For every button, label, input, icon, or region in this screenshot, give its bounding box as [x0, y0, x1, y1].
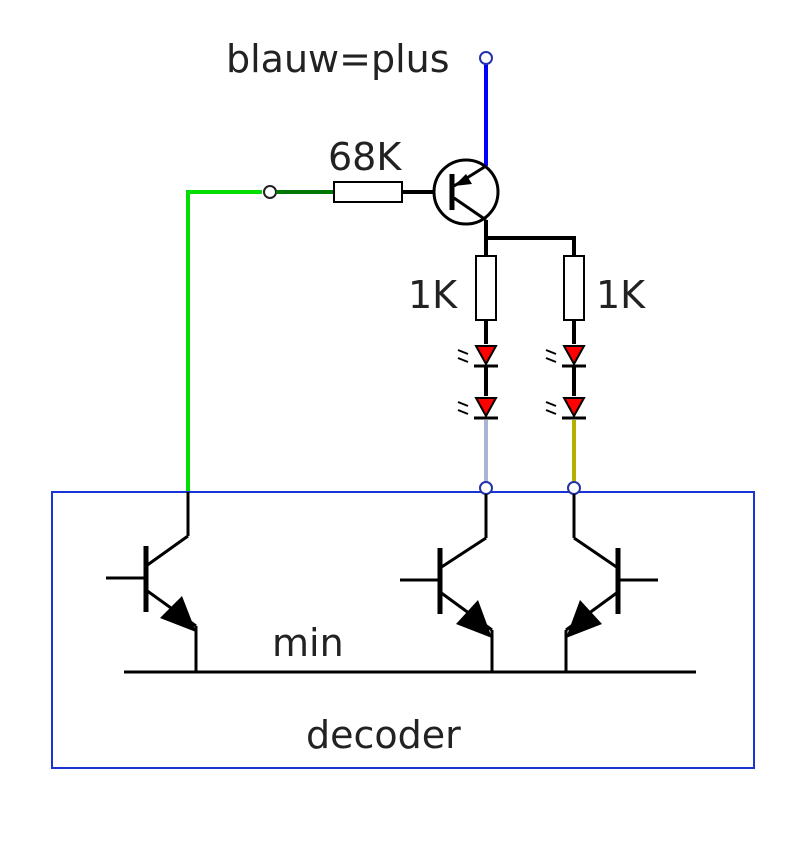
resistor-left-label: 1K [408, 273, 458, 317]
resistor-right-label: 1K [596, 273, 646, 317]
led-left-2 [457, 397, 498, 420]
resistor-right [563, 255, 585, 321]
resistor-left [475, 255, 497, 321]
ground-label: min [272, 621, 344, 665]
base-resistor-label: 68K [328, 135, 402, 179]
decoder-label: decoder [306, 713, 461, 757]
supply-terminal [479, 51, 493, 65]
terminal-right-led [567, 481, 581, 495]
terminal-left-led [479, 481, 493, 495]
led-right-1 [545, 345, 586, 368]
supply-label: blauw=plus [226, 37, 450, 81]
base-resistor [333, 181, 403, 203]
decoder-transistor-2 [400, 494, 494, 672]
decoder-transistor-1 [106, 492, 198, 672]
led-right-2 [545, 397, 586, 420]
collector-wire [484, 220, 576, 256]
control-terminal [263, 185, 277, 199]
pnp-transistor [432, 158, 500, 226]
led-left-1 [457, 345, 498, 368]
decoder-transistor-3 [564, 494, 658, 672]
control-wire [186, 190, 262, 492]
decoder-box [51, 491, 755, 769]
